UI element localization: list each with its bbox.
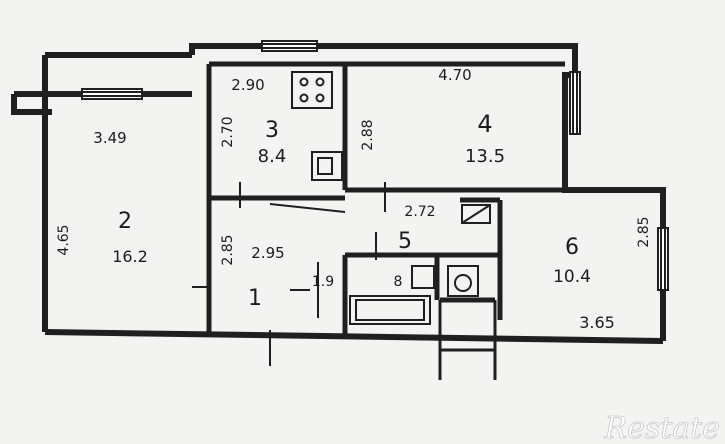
room-1-number: 1 [248, 286, 262, 311]
watermark-logo: Restate [603, 411, 721, 444]
inner-walls [206, 61, 565, 334]
dimension-label: 2.70 [220, 116, 236, 147]
dimension-label: 4.65 [56, 224, 72, 255]
dimension-label: 2.85 [220, 234, 236, 265]
bathtub-icon [349, 295, 431, 325]
dimension-label: 2.90 [231, 76, 264, 94]
dimension-label: 1.9 [312, 274, 334, 290]
dimension-label: 3.49 [93, 129, 126, 147]
room-6-area: 10.4 [553, 267, 591, 287]
room-labels: 2 16.2 3 8.4 4 13.5 5 1 6 10.4 [112, 110, 591, 311]
entrance-stub [438, 300, 497, 380]
room-2-number: 2 [118, 209, 132, 234]
window-room-3 [261, 40, 318, 52]
duct-icon [461, 204, 491, 224]
window-room-2 [81, 88, 143, 100]
dimension-label: 4.70 [438, 66, 471, 84]
window-room-4 [569, 71, 581, 135]
room-6-number: 6 [565, 235, 579, 260]
windows [81, 40, 669, 291]
room-3-area: 8.4 [258, 146, 287, 167]
dimension-label: 2.95 [251, 244, 284, 262]
dimension-label: 8 [394, 274, 403, 290]
room-5-number: 5 [398, 229, 412, 254]
kitchen-sink-icon [311, 151, 343, 181]
stove-icon [291, 71, 333, 109]
room-4-number: 4 [477, 110, 492, 138]
room-4-area: 13.5 [465, 146, 505, 167]
dimension-label: 2.85 [636, 216, 652, 247]
dimension-labels: 2.90 4.70 3.49 2.70 2.88 4.65 2.85 2.95 … [56, 66, 652, 332]
window-room-6 [657, 227, 669, 291]
dimension-label: 3.65 [579, 313, 615, 332]
toilet-icon [447, 265, 479, 297]
room-3-number: 3 [265, 118, 279, 143]
dimension-label: 2.88 [360, 119, 376, 150]
washbasin-icon [411, 265, 435, 289]
door-marks [192, 182, 386, 366]
dimension-label: 2.72 [404, 204, 435, 220]
room-2-area: 16.2 [112, 247, 148, 266]
watermark-text: Restate [604, 411, 721, 444]
